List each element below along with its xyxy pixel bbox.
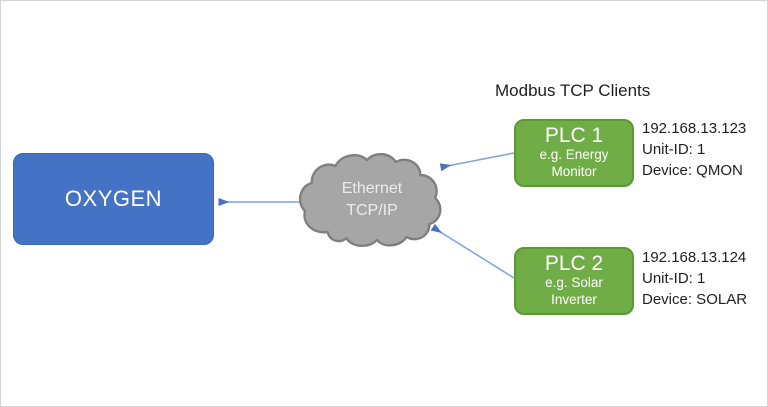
ethernet-label: Ethernet TCP/IP bbox=[341, 180, 403, 219]
plc1-device: Device: QMON bbox=[642, 162, 743, 179]
plc1-details: 192.168.13.123 Unit-ID: 1 Device: QMON bbox=[642, 118, 746, 181]
arrow-plc2-to-cloud bbox=[430, 223, 515, 279]
plc2-node: PLC 2 e.g. Solar Inverter bbox=[514, 247, 634, 315]
modbus-clients-heading: Modbus TCP Clients bbox=[495, 81, 651, 100]
plc1-title: PLC 1 bbox=[544, 124, 604, 148]
plc2-title: PLC 2 bbox=[544, 252, 604, 276]
oxygen-node: OXYGEN bbox=[13, 153, 214, 245]
plc2-subtitle: e.g. Solar Inverter bbox=[545, 275, 603, 308]
ethernet-cloud-node: Ethernet TCP/IP bbox=[298, 150, 446, 250]
plc2-unit-id: Unit-ID: 1 bbox=[642, 270, 706, 287]
plc1-node: PLC 1 e.g. Energy Monitor bbox=[514, 119, 634, 187]
plc2-device: Device: SOLAR bbox=[642, 291, 748, 308]
arrow-plc1-to-cloud bbox=[439, 152, 515, 172]
plc1-ip-address: 192.168.13.123 bbox=[642, 120, 747, 137]
plc1-unit-id: Unit-ID: 1 bbox=[642, 141, 706, 158]
oxygen-label: OXYGEN bbox=[64, 186, 163, 211]
plc2-ip-address: 192.168.13.124 bbox=[642, 249, 747, 266]
plc2-details: 192.168.13.124 Unit-ID: 1 Device: SOLAR bbox=[642, 247, 747, 310]
plc1-subtitle: e.g. Energy Monitor bbox=[539, 147, 609, 180]
cloud-icon bbox=[298, 153, 442, 247]
